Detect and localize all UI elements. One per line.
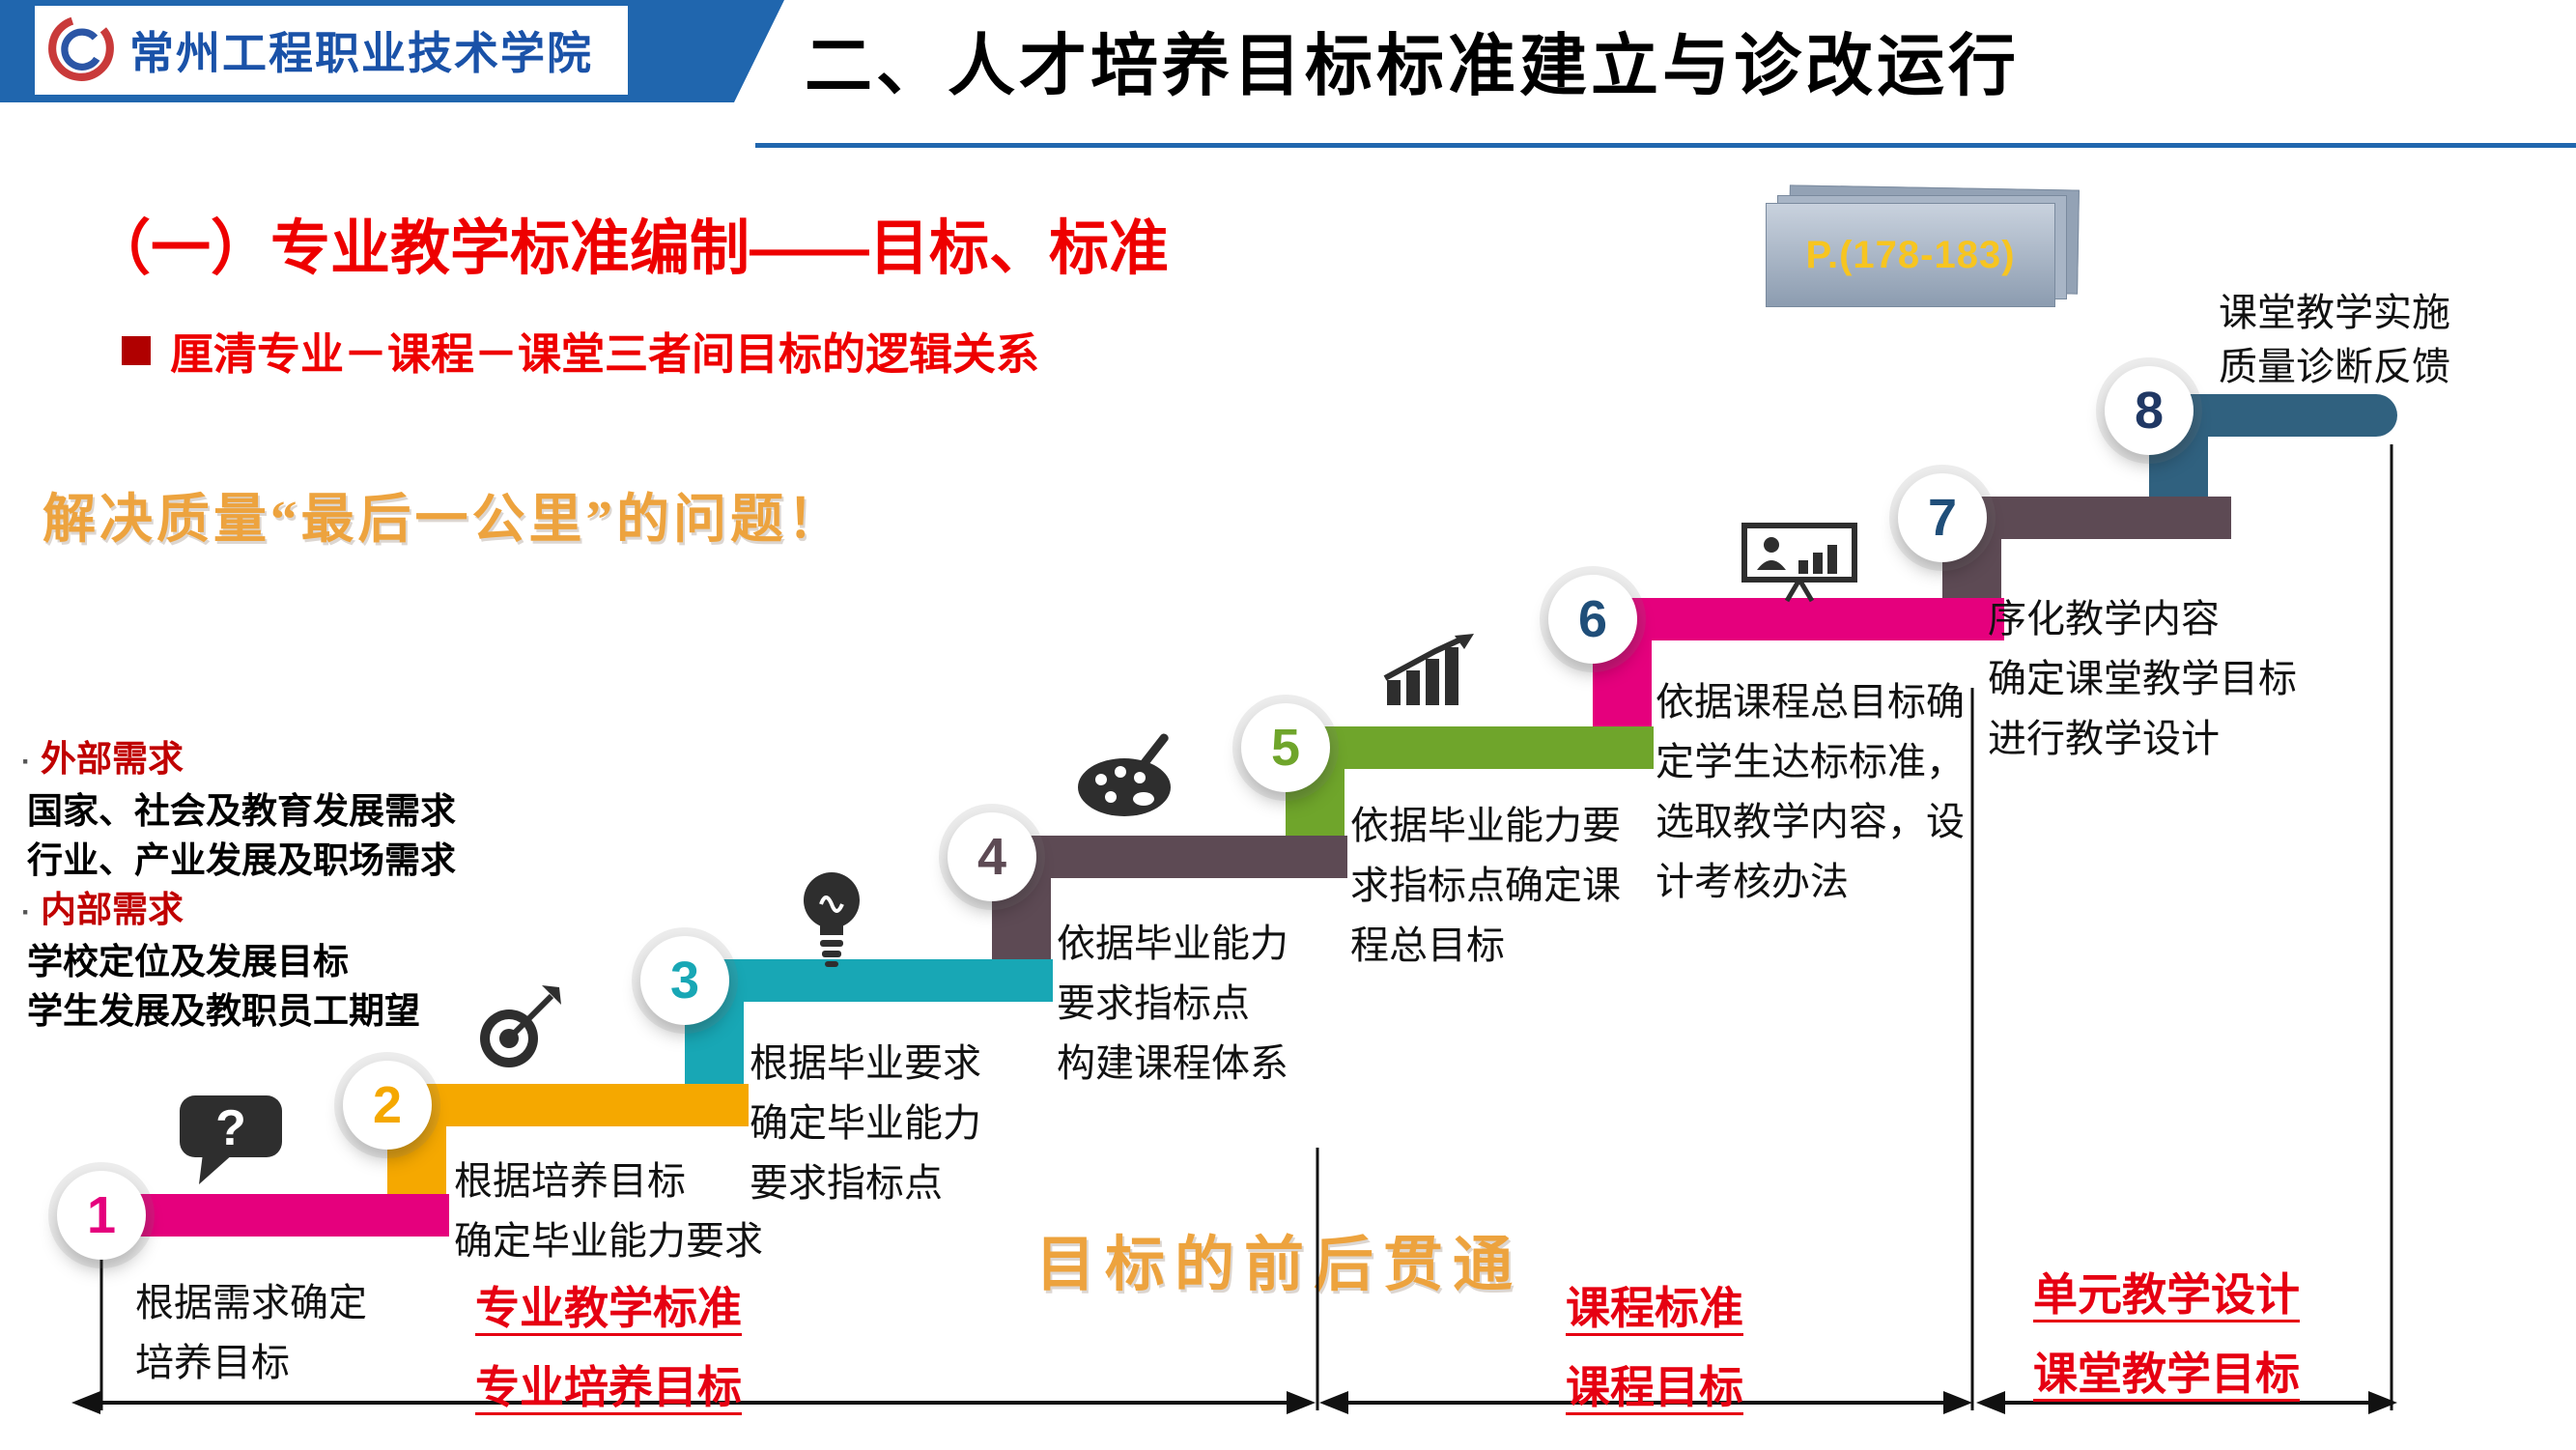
- page-title: 二、人才培养目标标准建立与诊改运行: [805, 28, 2020, 103]
- step-bar-2: [387, 1084, 749, 1126]
- step-circle-3: 3: [640, 936, 729, 1025]
- step-circle-5: 5: [1241, 703, 1330, 792]
- external-need-item: 国家、社会及教育发展需求: [27, 791, 456, 831]
- external-needs-label: ·外部需求: [21, 739, 184, 779]
- footer-group-major: 专业教学标准 专业培养目标: [406, 1273, 811, 1416]
- bullet-square-icon: [122, 335, 151, 365]
- section-heading: （一）专业教学标准编制——目标、标准: [91, 215, 1170, 282]
- section-subheading-text: 厘清专业－课程－课堂三者间目标的逻辑关系: [170, 329, 1040, 379]
- slogan-last-mile: 解决质量“最后一公里”的问题！: [42, 490, 845, 549]
- palette-icon: [1074, 729, 1184, 826]
- footer-label: 专业教学标准: [475, 1284, 742, 1333]
- footer-label: 单元教学设计: [2033, 1270, 2300, 1320]
- internal-need-item: 学生发展及教职员工期望: [27, 991, 420, 1031]
- page-badge-front: P.(178-183): [1766, 203, 2055, 307]
- internal-need-item: 学校定位及发展目标: [27, 942, 349, 981]
- growth-chart-icon: [1379, 630, 1480, 712]
- school-logo-icon: [44, 12, 118, 90]
- lightbulb-icon: [790, 867, 873, 981]
- step-text-3: 根据毕业要求 确定毕业能力 要求指标点: [750, 1041, 981, 1205]
- title-underline: [755, 143, 2576, 148]
- step-text-8: 课堂教学实施 质量诊断反馈: [2219, 291, 2450, 388]
- step-bar-5: [1286, 726, 1654, 769]
- step-text-2: 根据培养目标 确定毕业能力要求: [454, 1159, 763, 1263]
- external-need-item: 行业、产业发展及职场需求: [27, 840, 456, 880]
- step-text-1: 根据需求确定 培养目标: [135, 1281, 367, 1384]
- page-badge: P.(178-183): [1766, 185, 2080, 307]
- svg-text:?: ?: [215, 1100, 246, 1156]
- step-number-7: 7: [1927, 489, 1958, 547]
- step-number-5: 5: [1270, 719, 1301, 777]
- step-bar-1: [101, 1194, 449, 1237]
- step-number-6: 6: [1577, 590, 1608, 648]
- section-subheading: 厘清专业－课程－课堂三者间目标的逻辑关系: [122, 319, 1039, 382]
- dart-target-icon: [470, 983, 562, 1080]
- step-text-7: 序化教学内容 确定课堂教学目标 进行教学设计: [1988, 597, 2297, 760]
- question-bubble-icon: ?: [174, 1092, 288, 1195]
- step-bar-7: [1942, 497, 2231, 539]
- footer-group-course: 课程标准 课程目标: [1457, 1273, 1853, 1416]
- step-circle-4: 4: [948, 812, 1036, 901]
- step-text-5: 依据毕业能力要 求指标点确定课 程总目标: [1350, 804, 1621, 967]
- step-text-6: 依据课程总目标确 定学生达标标准， 选取教学内容，设 计考核办法: [1656, 680, 1965, 903]
- footer-label: 课程标准: [1566, 1284, 1743, 1333]
- dot-bullet-icon: ·: [21, 896, 31, 928]
- footer-label: 专业培养目标: [475, 1363, 742, 1412]
- page-badge-text: P.(178-183): [1805, 233, 2016, 276]
- step-circle-1: 1: [57, 1171, 146, 1260]
- step-circle-2: 2: [343, 1061, 432, 1150]
- step-bar-4: [992, 836, 1347, 878]
- step-number-8: 8: [2134, 382, 2165, 440]
- slogan-goal-through: 目标的前后贯通: [1035, 1233, 1523, 1298]
- footer-label: 课程目标: [1566, 1363, 1743, 1412]
- step-circle-7: 7: [1898, 473, 1987, 562]
- step-circle-6: 6: [1548, 575, 1637, 664]
- step-number-3: 3: [669, 952, 700, 1009]
- step-circle-8: 8: [2105, 366, 2194, 455]
- presentation-board-icon: [1739, 522, 1866, 608]
- step-number-1: 1: [86, 1186, 117, 1244]
- step-number-4: 4: [977, 828, 1007, 886]
- step-number-2: 2: [372, 1076, 403, 1134]
- dot-bullet-icon: ·: [21, 746, 31, 778]
- school-name: 常州工程职业技术学院: [129, 29, 593, 78]
- footer-label: 课堂教学目标: [2033, 1350, 2300, 1399]
- needs-panel: ·外部需求 国家、社会及教育发展需求 行业、产业发展及职场需求 ·内部需求 学校…: [21, 734, 456, 1036]
- step-text-4: 依据毕业能力 要求指标点 构建课程体系: [1057, 922, 1288, 1085]
- step-bar-3: [685, 959, 1053, 1002]
- footer-group-lesson: 单元教学设计 课堂教学目标: [1968, 1260, 2364, 1403]
- school-logo: 常州工程职业技术学院: [35, 6, 628, 95]
- step-bar-6: [1593, 598, 2004, 640]
- internal-needs-label: ·内部需求: [21, 890, 184, 929]
